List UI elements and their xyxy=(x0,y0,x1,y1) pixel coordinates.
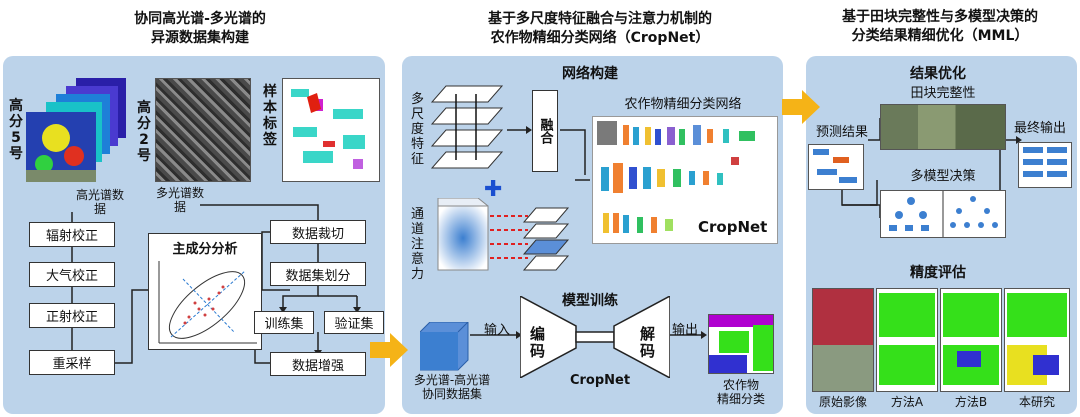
col3-title: 基于田块完整性与多模型决策的 分类结果精细优化（MML） xyxy=(810,8,1070,46)
col1-title: 协同高光谱-多光谱的 异源数据集构建 xyxy=(70,10,330,48)
field-integrity-image xyxy=(880,104,1006,150)
col1-title-line2: 异源数据集构建 xyxy=(151,30,249,46)
dataset-label-line1: 多光谱-高光谱 xyxy=(413,373,491,387)
multiscale-stack-icon xyxy=(430,85,504,169)
gf2-label: 高分2号 xyxy=(137,100,151,164)
result-optimization-title: 结果优化 xyxy=(910,66,966,82)
eval-method-b-image xyxy=(940,288,1002,392)
arrow-to-cropnet-icon xyxy=(370,333,408,367)
plus-icon: ✚ xyxy=(484,177,503,202)
data-augmentation-box: 数据增强 xyxy=(270,352,366,376)
result-label: 农作物 精细分类 xyxy=(702,378,780,406)
radiometric-correction-box: 辐射校正 xyxy=(29,222,115,247)
dataset-split-box: 数据集划分 xyxy=(270,262,366,286)
dataset-cube-icon xyxy=(420,322,469,371)
prediction-label: 预测结果 xyxy=(815,125,868,140)
accuracy-eval-title: 精度评估 xyxy=(910,265,966,281)
channel-attention-icon xyxy=(437,198,570,271)
encoder-decoder-icon xyxy=(520,296,670,378)
pca-title: 主成分分析 xyxy=(172,242,238,257)
eval-our-method-image xyxy=(1004,288,1070,392)
sample-label-image xyxy=(282,78,380,182)
col2-title-line1: 基于多尺度特征融合与注意力机制的 xyxy=(488,11,712,27)
network-architecture-diagram xyxy=(592,116,778,244)
classification-result-image xyxy=(708,314,774,374)
channel-attention-label: 通道注意力 xyxy=(410,207,424,282)
multi-model-image xyxy=(880,190,1006,238)
cropnet-brand: CropNet xyxy=(698,218,768,236)
encoder-label: 编码 xyxy=(530,325,546,360)
prediction-image xyxy=(808,144,864,190)
col3-title-line2: 分类结果精细优化（MML） xyxy=(851,28,1029,44)
col2-title: 基于多尺度特征融合与注意力机制的 农作物精细分类网络（CropNet） xyxy=(420,10,780,48)
validation-set-box: 验证集 xyxy=(324,311,384,334)
hyperspectral-data-label: 高光谱数据 xyxy=(75,188,124,216)
network-build-title: 网络构建 xyxy=(562,66,618,82)
multi-model-label: 多模型决策 xyxy=(910,169,976,184)
sample-label-title: 样本标签 xyxy=(263,84,277,148)
resampling-box: 重采样 xyxy=(29,350,115,375)
cropnet-training-label: CropNet xyxy=(569,373,631,388)
pca-box: 主成分分析 xyxy=(148,233,262,350)
multispectral-image xyxy=(155,78,251,182)
decoder-label: 解码 xyxy=(640,325,656,360)
arrow-to-mml-icon xyxy=(782,90,820,124)
final-output-label: 最终输出 xyxy=(1013,121,1066,136)
multispectral-data-label: 多光谱数据 xyxy=(155,186,204,214)
col1-title-line1: 协同高光谱-多光谱的 xyxy=(134,11,266,27)
multiscale-feature-label: 多尺度特征 xyxy=(410,92,424,167)
field-integrity-label: 田块完整性 xyxy=(910,86,976,101)
eval-label-ours: 本研究 xyxy=(1018,395,1055,409)
pca-scatter-icon xyxy=(158,261,257,344)
col3-title-line1: 基于田块完整性与多模型决策的 xyxy=(842,9,1038,25)
input-label: 输入 xyxy=(483,323,510,338)
result-label-line1: 农作物 xyxy=(722,378,759,392)
gf5-label: 高分5号 xyxy=(9,98,23,162)
orthorectification-box: 正射校正 xyxy=(29,303,115,328)
eval-original-image xyxy=(812,288,874,392)
eval-label-method-a: 方法A xyxy=(890,395,924,409)
data-crop-box: 数据裁切 xyxy=(270,220,366,244)
dataset-label-line2: 协同数据集 xyxy=(421,387,482,401)
result-label-line2: 精细分类 xyxy=(716,392,765,406)
eval-label-original: 原始影像 xyxy=(818,395,867,409)
output-label: 输出 xyxy=(671,323,698,338)
atmospheric-correction-box: 大气校正 xyxy=(29,262,115,287)
crop-net-caption: 农作物精细分类网络 xyxy=(624,97,742,112)
col2-title-line2: 农作物精细分类网络（CropNet） xyxy=(490,30,710,46)
eval-label-method-b: 方法B xyxy=(954,395,988,409)
training-set-box: 训练集 xyxy=(254,311,314,334)
fusion-box: 融合 xyxy=(532,90,558,172)
model-training-title: 模型训练 xyxy=(562,293,618,309)
dataset-label: 多光谱-高光谱 协同数据集 xyxy=(402,373,502,401)
eval-method-a-image xyxy=(876,288,938,392)
hyperspectral-cube-image xyxy=(26,78,126,182)
final-output-image xyxy=(1018,142,1072,188)
